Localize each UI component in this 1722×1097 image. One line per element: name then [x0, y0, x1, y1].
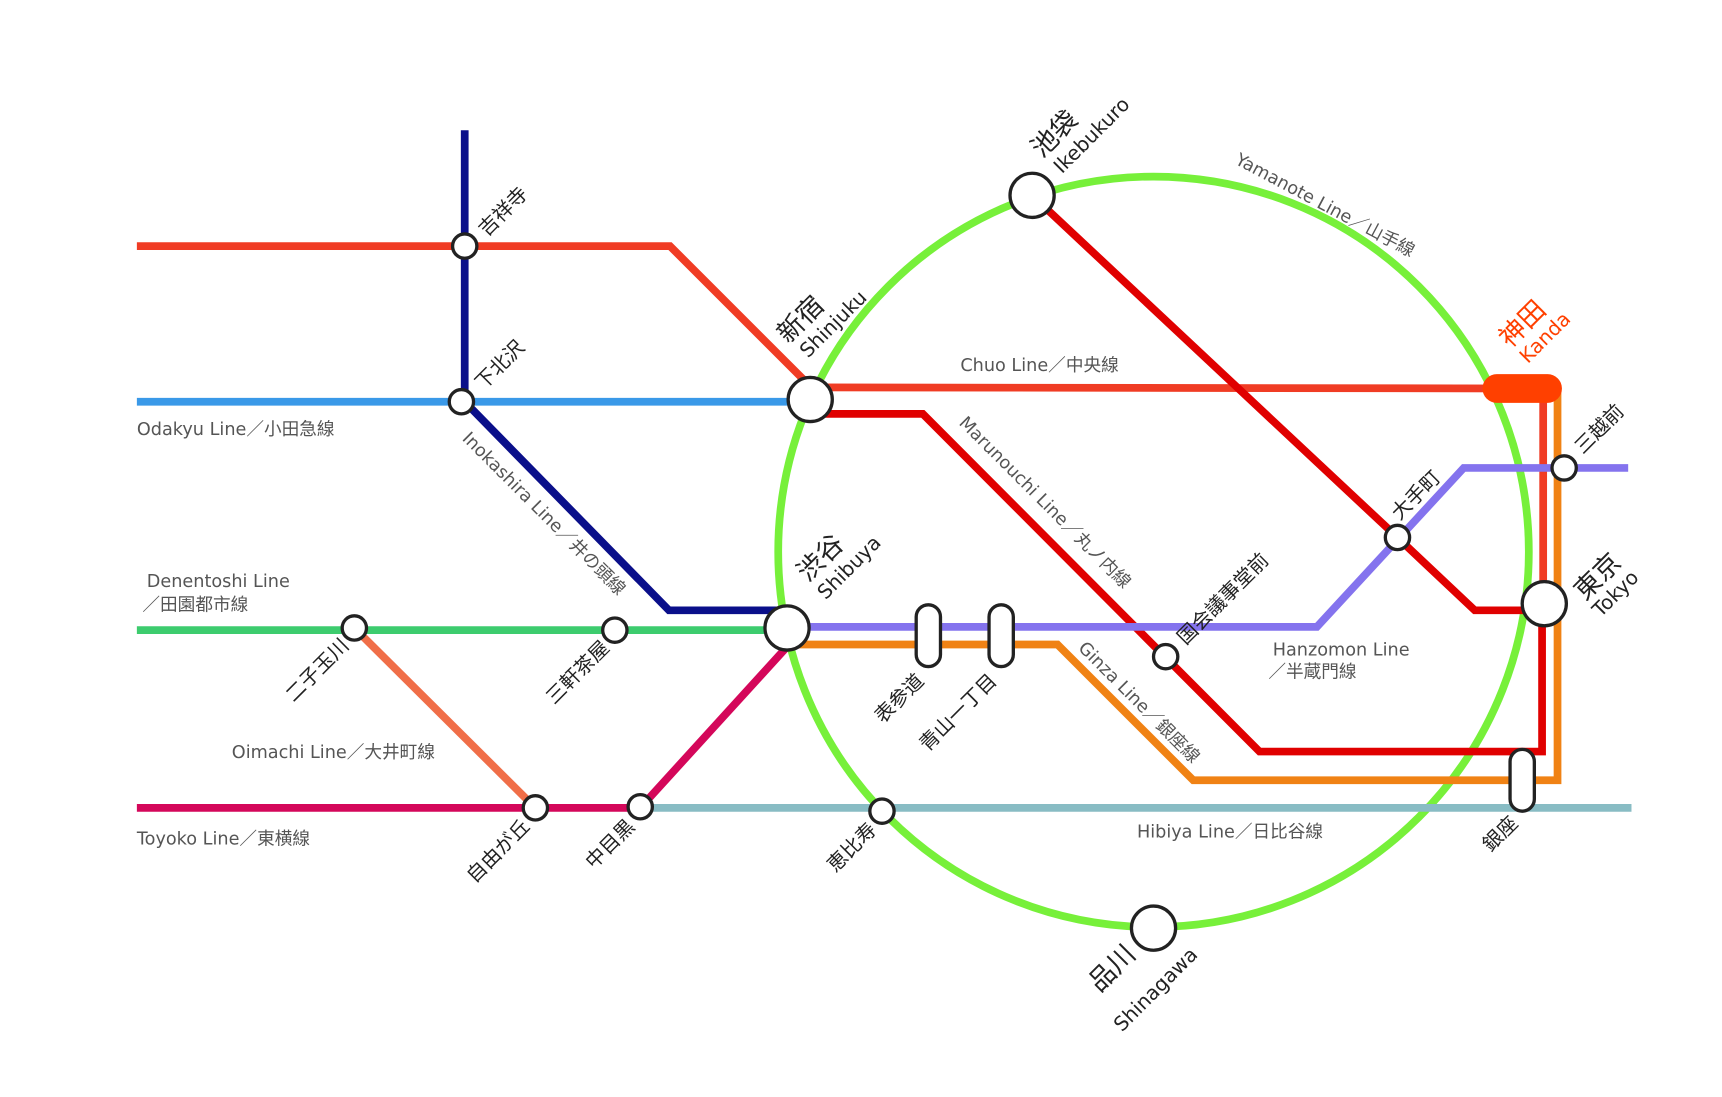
label-odakyu: Odakyu Line／小田急線: [137, 419, 335, 440]
label-shimokitazawa: 下北沢: [471, 336, 529, 394]
label-toyoko: Toyoko Line／東横線: [136, 828, 310, 849]
station-ikebukuro[interactable]: [1008, 171, 1056, 220]
label-sangenjaya: 三軒茶屋: [542, 636, 614, 708]
label-hibiya: Hibiya Line／日比谷線: [1137, 822, 1323, 843]
station-futakotamagawa[interactable]: [340, 614, 369, 642]
label-futakotamagawa: 二子玉川: [281, 634, 353, 706]
label-kokkai: 国会議事堂前: [1173, 549, 1274, 650]
label-hanzomon-2: ／半蔵門線: [1268, 662, 1356, 683]
station-otemachi[interactable]: [1383, 523, 1412, 552]
station-ginza[interactable]: [1508, 747, 1537, 813]
station-ebisu[interactable]: [868, 797, 896, 825]
oimachi-line: [351, 625, 539, 811]
station-shimokitazawa[interactable]: [447, 387, 476, 416]
label-denentoshi-1: Denentoshi Line: [147, 572, 290, 592]
label-denentoshi-2: ／田園都市線: [142, 594, 248, 615]
label-ginza-station: 銀座: [1478, 812, 1522, 856]
station-shinjuku[interactable]: [786, 375, 834, 424]
station-jiyugaoka[interactable]: [521, 794, 550, 822]
station-shinagawa[interactable]: [1129, 904, 1178, 952]
toyoko-line: [136, 644, 790, 812]
station-aoyama[interactable]: [987, 603, 1015, 669]
label-oimachi: Oimachi Line／大井町線: [232, 742, 435, 763]
label-yamanote: Yamanote Line／山手線: [1231, 149, 1418, 262]
label-chuo: Chuo Line／中央線: [960, 355, 1118, 376]
label-shinagawa-ja: 品川: [1083, 939, 1142, 998]
station-mitsukoshimae[interactable]: [1550, 454, 1578, 482]
label-omotesando: 表参道: [870, 669, 928, 727]
station-sangenjaya[interactable]: [601, 616, 629, 644]
station-kanda[interactable]: [1482, 374, 1562, 403]
inokashira-line: [460, 130, 786, 615]
station-nakameguro[interactable]: [626, 792, 655, 821]
label-aoyama: 青山一丁目: [915, 669, 1001, 755]
marunouchi-line: [810, 192, 1546, 756]
station-omotesando[interactable]: [914, 603, 943, 669]
label-marunouchi: Marunouchi Line／丸ノ内線: [955, 412, 1135, 592]
label-jiyugaoka: 自由が丘: [462, 815, 534, 887]
label-ginza-line: Ginza Line／銀座線: [1074, 638, 1204, 768]
label-mitsukoshimae: 三越前: [1570, 400, 1628, 458]
chuo-line: [136, 242, 1548, 604]
label-nakameguro: 中目黒: [581, 815, 639, 873]
label-hanzomon-1: Hanzomon Line: [1273, 641, 1410, 661]
label-ebisu: 恵比寿: [823, 818, 881, 876]
station-kichijoji[interactable]: [450, 232, 479, 260]
station-kokkai[interactable]: [1151, 642, 1180, 671]
station-tokyo[interactable]: [1520, 579, 1569, 628]
label-inokashira: Inokashira Line／井の頭線: [458, 428, 630, 600]
station-shibuya[interactable]: [763, 604, 811, 652]
ginza-line: [785, 388, 1562, 785]
label-kichijoji: 吉祥寺: [474, 182, 532, 240]
